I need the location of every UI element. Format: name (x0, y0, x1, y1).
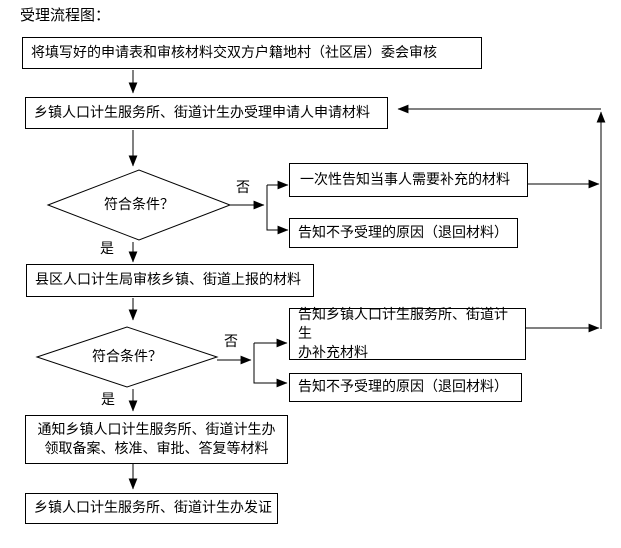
node-branch2b-label: 告知不予受理的原因（退回材料） (298, 379, 508, 395)
node-step1-label: 将填写好的申请表和审核材料交双方户籍地村（社区居）委会审核 (31, 44, 437, 61)
node-step5-label: 乡镇人口计生服务所、街道计生办发证 (34, 500, 272, 516)
node-branch2b: 告知不予受理的原因（退回材料） (289, 373, 522, 402)
decision1-label: 符合条件？ (104, 197, 174, 213)
decision1-yes-label: 是 (100, 241, 114, 257)
decision2-diamond (35, 326, 219, 388)
decision1-no-label: 否 (236, 180, 250, 196)
node-branch1b-label: 告知不予受理的原因（退回材料） (298, 224, 508, 241)
node-step3-label: 县区人口计生局审核乡镇、街道上报的材料 (35, 272, 301, 288)
node-step2-label: 乡镇人口计生服务所、街道计生办受理申请人申请材料 (34, 104, 370, 121)
node-branch1a-label: 一次性告知当事人需要补充的材料 (300, 171, 510, 188)
node-step4: 通知乡镇人口计生服务所、街道计生办 领取备案、核准、审批、答复等材料 (25, 415, 288, 464)
node-branch1a: 一次性告知当事人需要补充的材料 (289, 163, 528, 197)
node-step4-label: 通知乡镇人口计生服务所、街道计生办 领取备案、核准、审批、答复等材料 (37, 421, 276, 457)
page-title: 受理流程图： (20, 6, 111, 24)
decision2-label: 符合条件？ (92, 349, 162, 365)
decision2-yes-label: 是 (101, 392, 115, 408)
decision1-diamond (46, 169, 232, 241)
node-branch2a-label: 告知乡镇人口计生服务所、街道计生 办补充材料 (298, 306, 508, 361)
node-branch1b: 告知不予受理的原因（退回材料） (289, 218, 518, 248)
node-step1: 将填写好的申请表和审核材料交双方户籍地村（社区居）委会审核 (22, 37, 482, 69)
node-step3: 县区人口计生局审核乡镇、街道上报的材料 (26, 264, 314, 297)
decision2-no-label: 否 (224, 334, 238, 350)
node-branch2a: 告知乡镇人口计生服务所、街道计生 办补充材料 (289, 306, 526, 361)
node-step5: 乡镇人口计生服务所、街道计生办发证 (25, 493, 278, 524)
node-step2: 乡镇人口计生服务所、街道计生办受理申请人申请材料 (25, 97, 388, 129)
